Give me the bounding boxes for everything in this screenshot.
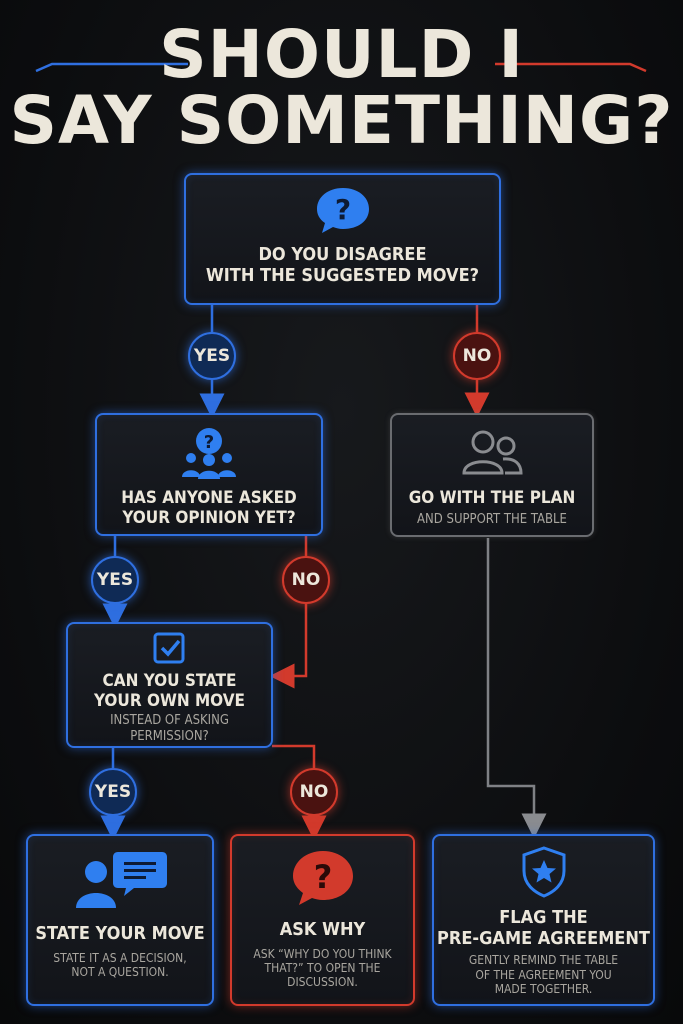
no-label-asked: NO — [282, 556, 330, 604]
node-ask-why-sub-2: THAT?” TO OPEN THE — [264, 961, 381, 976]
title-decor-right — [495, 62, 647, 73]
yes-label-state-own: YES — [89, 768, 137, 816]
node-go-with-plan-text: GO WITH THE PLAN — [408, 488, 576, 508]
no-label-state-own: NO — [290, 768, 338, 816]
node-asked-text-2: YOUR OPINION YET? — [122, 507, 296, 528]
node-disagree-text-2: WITH THE SUGGESTED MOVE? — [205, 264, 480, 286]
group-question-icon: ? — [178, 425, 240, 483]
no-label-disagree: NO — [453, 332, 501, 380]
node-flag-sub-2: OF THE AGREEMENT YOU — [475, 967, 612, 982]
question-bubble-icon: ? — [290, 848, 356, 912]
node-ask-why-sub-1: ASK “WHY DO YOU THINK — [253, 946, 392, 961]
node-state-own-move-sub-2: PERMISSION? — [130, 728, 209, 744]
node-ask-why: ? ASK WHY ASK “WHY DO YOU THINK THAT?” T… — [230, 834, 415, 1006]
node-disagree: ? DO YOU DISAGREE WITH THE SUGGESTED MOV… — [184, 173, 501, 305]
checkbox-icon — [153, 632, 187, 668]
svg-text:?: ? — [204, 432, 214, 453]
yes-label-asked: YES — [91, 556, 139, 604]
node-state-your-move-sub-1: STATE IT AS A DECISION, — [53, 950, 187, 965]
node-flag-text-2: PRE-GAME AGREEMENT — [437, 927, 650, 949]
yes-label-disagree: YES — [188, 332, 236, 380]
person-chat-icon — [72, 850, 168, 912]
node-go-with-plan: GO WITH THE PLAN AND SUPPORT THE TABLE — [390, 413, 594, 537]
node-state-your-move: STATE YOUR MOVE STATE IT AS A DECISION, … — [26, 834, 214, 1006]
node-state-own-move-text-1: CAN YOU STATE — [102, 671, 237, 691]
node-state-your-move-sub-2: NOT A QUESTION. — [71, 965, 169, 980]
shield-star-icon — [521, 846, 567, 902]
node-flag-agreement: FLAG THE PRE-GAME AGREEMENT GENTLY REMIN… — [432, 834, 655, 1006]
question-chat-bubble-icon: ? — [314, 185, 372, 239]
svg-text:?: ? — [334, 193, 350, 226]
node-ask-why-sub-3: DISCUSSION. — [287, 975, 358, 990]
connector-stateown-no — [272, 744, 316, 768]
connector-no-stateown — [269, 604, 308, 689]
node-state-own-move: CAN YOU STATE YOUR OWN MOVE INSTEAD OF A… — [66, 622, 273, 748]
node-ask-why-text: ASK WHY — [279, 919, 366, 940]
node-flag-text-1: FLAG THE — [499, 907, 588, 928]
node-asked: ? HAS ANYONE ASKED YOUR OPINION YET? — [95, 413, 323, 536]
node-go-with-plan-sub: AND SUPPORT THE TABLE — [417, 511, 567, 527]
node-state-own-move-sub-1: INSTEAD OF ASKING — [110, 713, 229, 729]
node-asked-text-1: HAS ANYONE ASKED — [121, 488, 297, 508]
people-icon — [459, 429, 525, 479]
svg-text:?: ? — [313, 858, 332, 896]
node-state-your-move-text: STATE YOUR MOVE — [35, 923, 205, 944]
page-title-line-2: SAY SOMETHING? — [9, 82, 674, 159]
node-state-own-move-text-2: YOUR OWN MOVE — [93, 690, 246, 711]
connector-plan-flag — [486, 538, 547, 839]
title-decor-left — [35, 62, 188, 73]
node-disagree-text-1: DO YOU DISAGREE — [258, 244, 427, 265]
node-flag-sub-1: GENTLY REMIND THE TABLE — [468, 953, 619, 968]
node-flag-sub-3: MADE TOGETHER. — [494, 982, 593, 997]
page-title-line-1: SHOULD I — [159, 16, 524, 93]
